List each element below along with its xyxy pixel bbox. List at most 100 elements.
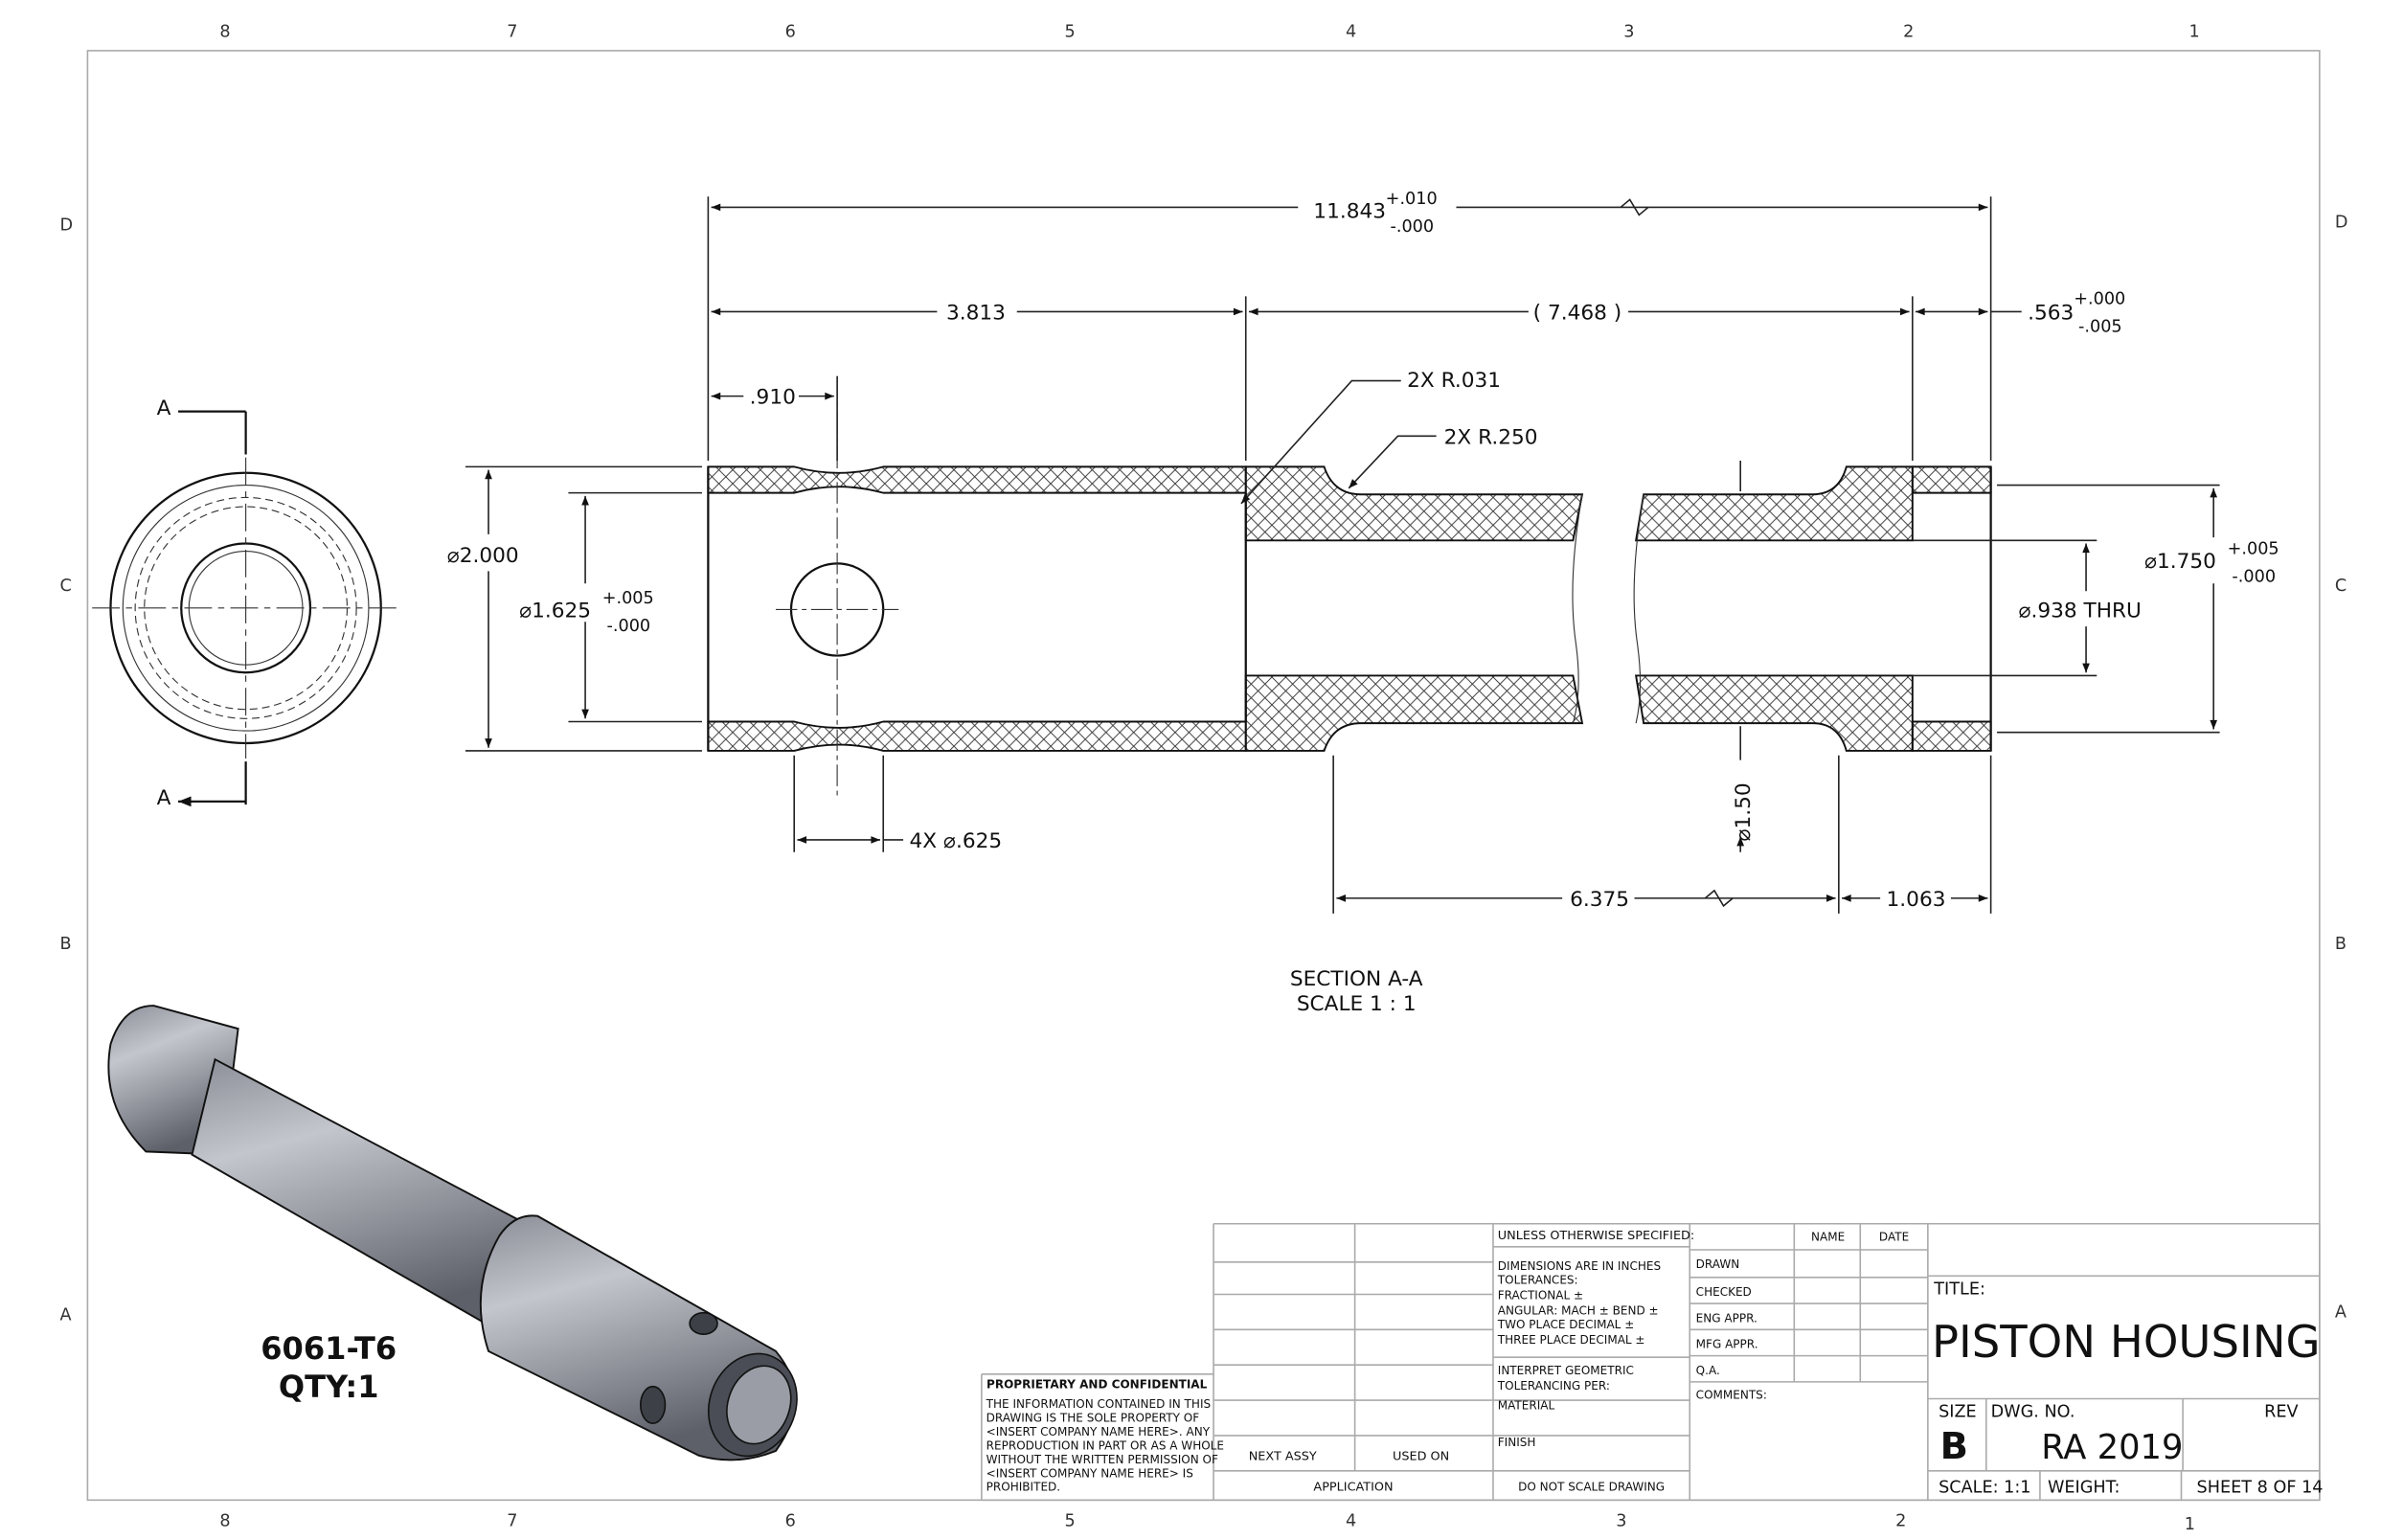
zone-col: 1 [2185, 1515, 2195, 1534]
proprietary-line: <INSERT COMPANY NAME HERE> IS [986, 1466, 1193, 1480]
dim-shoulder-length: 1.063 [1887, 888, 1946, 912]
tolerance-line: ANGULAR: MACH ± BEND ± [1498, 1303, 1659, 1317]
tolerance-notes: DIMENSIONS ARE IN INCHES TOLERANCES: FRA… [1497, 1259, 1661, 1347]
zone-row: C [60, 577, 72, 596]
interpret-line: INTERPRET GEOMETRIC [1498, 1364, 1634, 1377]
zone-col: 2 [1903, 22, 1914, 41]
zone-col: 6 [785, 1512, 796, 1531]
tolerance-line: DIMENSIONS ARE IN INCHES [1498, 1259, 1661, 1273]
sheet-size: B [1940, 1425, 1968, 1468]
drawing-number: RA 2019 [2041, 1428, 2183, 1467]
material-label: MATERIAL [1498, 1399, 1555, 1413]
proprietary-line: THE INFORMATION CONTAINED IN THIS [986, 1397, 1211, 1411]
zone-col: 6 [785, 22, 796, 41]
do-not-scale-label: DO NOT SCALE DRAWING [1518, 1481, 1665, 1494]
section-cut-label: A [157, 786, 171, 810]
zone-col: 5 [1064, 22, 1075, 41]
proprietary-title: PROPRIETARY AND CONFIDENTIAL [986, 1377, 1208, 1391]
dim-neck-diameter: ⌀1.50 [1732, 782, 1756, 841]
proprietary-line: REPRODUCTION IN PART OR AS A WHOLE [986, 1438, 1224, 1452]
dim-overall: 11.843 [1313, 200, 1386, 224]
dim-thru-bore: ⌀.938 THRU [2018, 599, 2141, 623]
application-label: APPLICATION [1313, 1481, 1393, 1495]
zone-col: 5 [1064, 1512, 1075, 1531]
dim-hole-position: .910 [750, 386, 796, 410]
dim-neck-length: 6.375 [1570, 888, 1629, 912]
dim-left-bore-tol-minus: -.000 [607, 617, 651, 636]
interpret-line: TOLERANCING PER: [1497, 1379, 1610, 1393]
zone-row: B [2335, 935, 2347, 954]
dim-right-tol-plus: +.000 [2074, 289, 2125, 308]
zone-col: 7 [507, 1512, 517, 1531]
proprietary-line: DRAWING IS THE SOLE PROPERTY OF [986, 1412, 1200, 1425]
dim-overall-tol-minus: -.000 [1391, 217, 1435, 237]
sheet-number: SHEET 8 OF 14 [2197, 1478, 2324, 1497]
name-header: NAME [1811, 1230, 1845, 1243]
dwg-no-label: DWG. NO. [1991, 1403, 2075, 1422]
dim-left-bore-tol-plus: +.005 [602, 589, 654, 608]
title-label: TITLE: [1933, 1280, 1985, 1299]
rev-label: REV [2264, 1403, 2298, 1422]
dim-left-length: 3.813 [946, 301, 1006, 325]
proprietary-line: WITHOUT THE WRITTEN PERMISSION OF [986, 1453, 1218, 1466]
section-scale: SCALE 1 : 1 [1297, 992, 1417, 1016]
dim-right-length: .563 [2028, 301, 2074, 325]
zone-columns-bottom: 8 7 6 5 4 3 2 1 [219, 1512, 2195, 1534]
section-caption: SECTION A-A [1290, 967, 1423, 991]
zone-col: 2 [1895, 1512, 1906, 1531]
section-view: 11.843 +.010 -.000 3.813 ( 7.468 ) .563 … [447, 190, 2279, 1016]
zone-col: 3 [1616, 1512, 1626, 1531]
zone-row: C [2335, 577, 2347, 596]
zone-row: D [60, 215, 74, 235]
quantity-note: QTY:1 [279, 1369, 379, 1405]
end-view: A A [92, 396, 400, 810]
dim-right-bore-tol-minus: -.000 [2232, 568, 2276, 587]
size-label: SIZE [1939, 1403, 1977, 1422]
title-block: PROPRIETARY AND CONFIDENTIAL THE INFORMA… [981, 1222, 2324, 1502]
dim-overall-tol-plus: +.010 [1386, 190, 1438, 209]
scale-label: SCALE: 1:1 [1939, 1478, 2030, 1497]
zone-col: 1 [2189, 22, 2200, 41]
isometric-view: 6061-T6 QTY:1 [107, 1005, 798, 1461]
finish-label: FINISH [1498, 1436, 1536, 1449]
used-on-label: USED ON [1393, 1450, 1449, 1464]
proprietary-line: PROHIBITED. [986, 1481, 1060, 1494]
drawing-title: PISTON HOUSING [1932, 1316, 2321, 1368]
zone-columns-top: 8 7 6 5 4 3 2 1 [219, 22, 2199, 41]
dim-right-bore-tol-plus: +.005 [2228, 540, 2279, 559]
zone-col: 8 [219, 1512, 230, 1531]
proprietary-text: THE INFORMATION CONTAINED IN THIS DRAWIN… [986, 1397, 1224, 1494]
tolerance-line: THREE PLACE DECIMAL ± [1497, 1333, 1645, 1347]
dim-outer-diameter: ⌀2.000 [447, 544, 519, 568]
tolerance-line: TOLERANCES: [1497, 1273, 1578, 1286]
zone-row: A [60, 1306, 72, 1325]
dim-right-tol-minus: -.005 [2078, 317, 2122, 336]
dim-right-bore: ⌀1.750 [2144, 550, 2216, 574]
zone-col: 7 [507, 22, 517, 41]
zone-row: A [2335, 1303, 2347, 1323]
zone-row: D [2335, 213, 2348, 232]
next-assy-label: NEXT ASSY [1249, 1450, 1317, 1464]
zone-col: 4 [1346, 1512, 1356, 1531]
zone-row: B [60, 935, 72, 954]
dim-middle-reference: ( 7.468 ) [1533, 301, 1622, 325]
dim-cross-holes: 4X ⌀.625 [909, 829, 1002, 853]
zone-col: 3 [1623, 22, 1634, 41]
zone-col: 4 [1346, 22, 1356, 41]
section-cut-label: A [157, 396, 171, 420]
signoff-checked: CHECKED [1696, 1285, 1752, 1299]
fillet-small-note: 2X R.031 [1407, 369, 1501, 393]
tolerance-line: TWO PLACE DECIMAL ± [1497, 1318, 1634, 1331]
weight-label: WEIGHT: [2048, 1478, 2120, 1497]
fillet-large-note: 2X R.250 [1444, 425, 1538, 449]
unless-specified: UNLESS OTHERWISE SPECIFIED: [1498, 1229, 1694, 1243]
signoff-qa: Q.A. [1696, 1364, 1720, 1377]
zone-rows: D C B A D C B A [60, 213, 2348, 1325]
proprietary-line: <INSERT COMPANY NAME HERE>. ANY [986, 1425, 1211, 1438]
zone-col: 8 [219, 22, 230, 41]
signoff-drawn: DRAWN [1696, 1257, 1740, 1271]
dim-left-bore: ⌀1.625 [519, 599, 591, 623]
signoff-mfg: MFG APPR. [1696, 1338, 1758, 1351]
date-header: DATE [1879, 1230, 1909, 1243]
